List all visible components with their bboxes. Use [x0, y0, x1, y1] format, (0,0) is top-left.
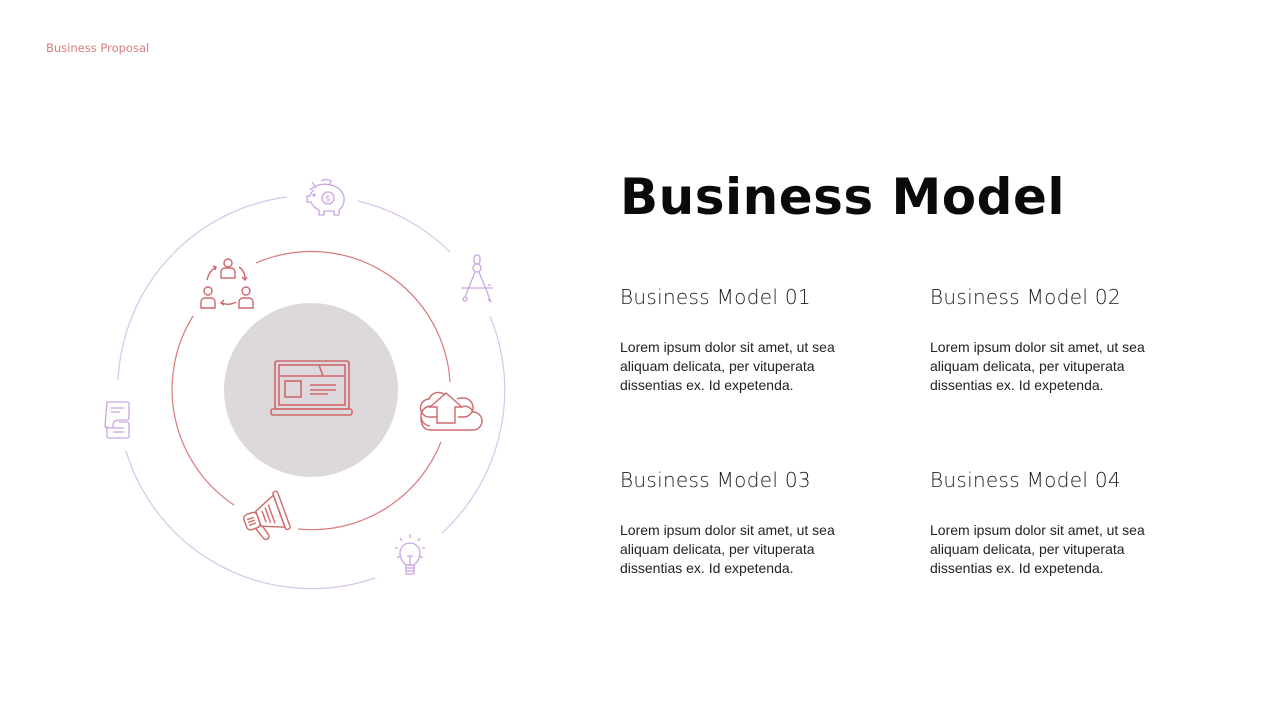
business-model-card-04: Business Model 04 Lorem ipsum dolor sit … — [930, 467, 1190, 578]
chat-documents-icon — [104, 401, 130, 439]
card-body: Lorem ipsum dolor sit amet, ut sea aliqu… — [620, 339, 835, 393]
cloud-upload-icon — [419, 391, 483, 431]
svg-text:$: $ — [325, 195, 331, 205]
megaphone-icon — [243, 490, 291, 541]
card-title: Business Model 04 — [930, 468, 1121, 492]
card-body: Lorem ipsum dolor sit amet, ut sea aliqu… — [930, 522, 1145, 576]
card-title: Business Model 03 — [620, 468, 811, 492]
laptop-icon — [270, 360, 353, 416]
card-title: Business Model 02 — [930, 285, 1121, 309]
business-model-diagram: $ — [104, 178, 506, 590]
inner-ring — [171, 250, 451, 531]
business-model-card-03: Business Model 03 Lorem ipsum dolor sit … — [620, 467, 880, 578]
card-body: Lorem ipsum dolor sit amet, ut sea aliqu… — [930, 339, 1145, 393]
header-label: Business Proposal — [46, 41, 150, 55]
team-cycle-icon — [200, 258, 254, 309]
card-title: Business Model 01 — [620, 285, 811, 309]
page-title: Business Model — [620, 168, 1065, 226]
compass-icon — [461, 254, 493, 303]
card-body: Lorem ipsum dolor sit amet, ut sea aliqu… — [620, 522, 835, 576]
outer-ring — [117, 196, 506, 590]
business-model-card-02: Business Model 02 Lorem ipsum dolor sit … — [930, 284, 1190, 395]
piggy-bank-icon: $ — [306, 178, 345, 216]
lightbulb-icon — [395, 534, 425, 575]
business-model-card-01: Business Model 01 Lorem ipsum dolor sit … — [620, 284, 880, 395]
